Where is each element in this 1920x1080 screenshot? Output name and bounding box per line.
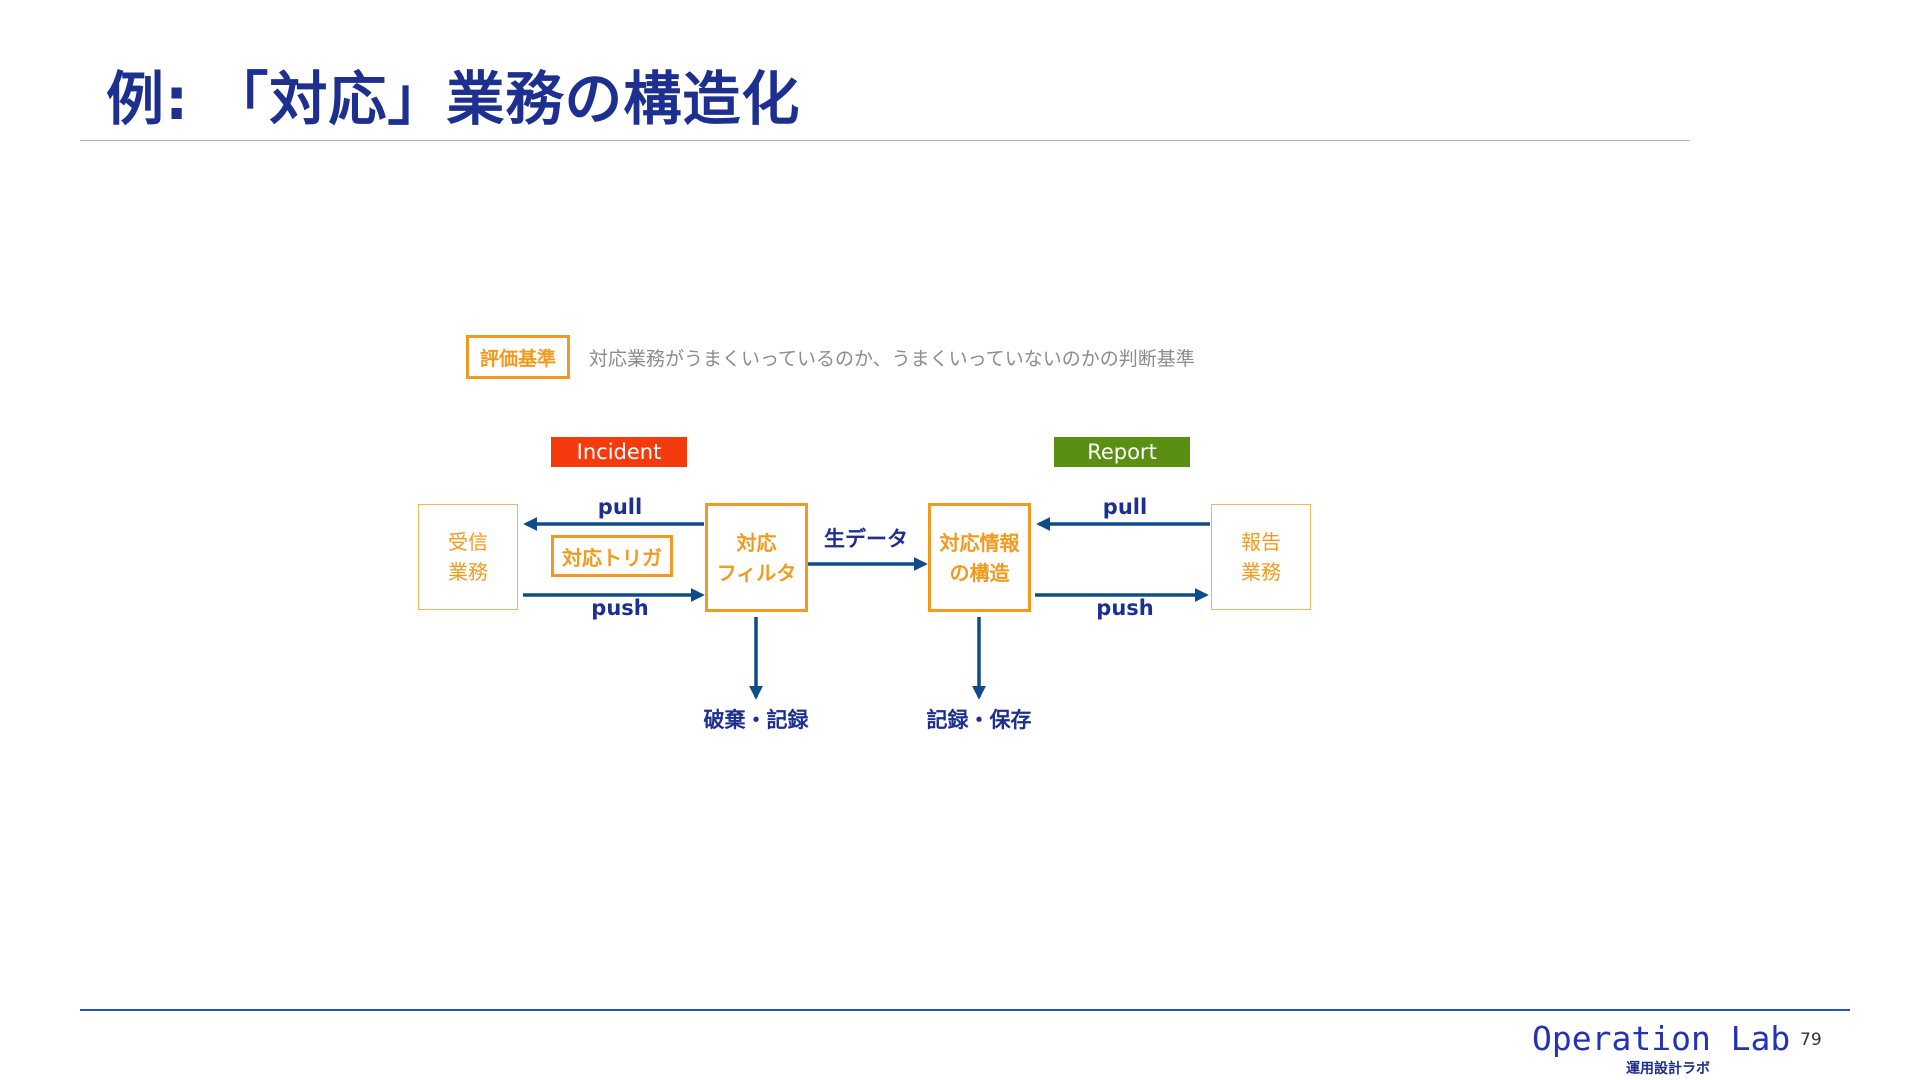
node-receive-line2: 業務 [448, 560, 488, 584]
incident-tag: Incident [551, 437, 687, 467]
node-receive: 受信 業務 [418, 504, 518, 610]
node-report-work-line1: 報告 [1241, 530, 1281, 554]
right-push-label: push [1096, 596, 1154, 620]
footer-divider [80, 1009, 1850, 1011]
left-push-label: push [591, 596, 649, 620]
right-pull-label: pull [1102, 495, 1148, 519]
page-number: 79 [1800, 1030, 1822, 1050]
left-pull-label: pull [597, 495, 643, 519]
criteria-label: 評価基準 [466, 335, 570, 379]
node-filter-line1: 対応 [736, 530, 777, 555]
trigger-label: 対応トリガ [551, 535, 673, 577]
node-receive-line1: 受信 [448, 530, 488, 554]
node-report-work: 報告 業務 [1211, 504, 1311, 610]
raw-data-label: 生データ [824, 527, 908, 551]
page-title: 例: 「対応」業務の構造化 [106, 65, 801, 133]
title-divider [80, 140, 1690, 141]
discard-record-label: 破棄・記録 [703, 708, 809, 732]
node-structure-line2: の構造 [949, 560, 1010, 585]
report-tag: Report [1054, 437, 1190, 467]
node-structure: 対応情報 の構造 [928, 503, 1031, 612]
node-structure-line1: 対応情報 [939, 530, 1020, 555]
logo-subtitle: 運用設計ラボ [1626, 1061, 1710, 1077]
node-filter: 対応 フィルタ [705, 503, 808, 612]
node-report-work-line2: 業務 [1241, 560, 1281, 584]
logo: Operation Lab [1532, 1019, 1791, 1058]
criteria-description: 対応業務がうまくいっているのか、うまくいっていないのかの判断基準 [589, 348, 1195, 370]
record-store-label: 記録・保存 [926, 708, 1032, 732]
node-filter-line2: フィルタ [716, 560, 797, 585]
